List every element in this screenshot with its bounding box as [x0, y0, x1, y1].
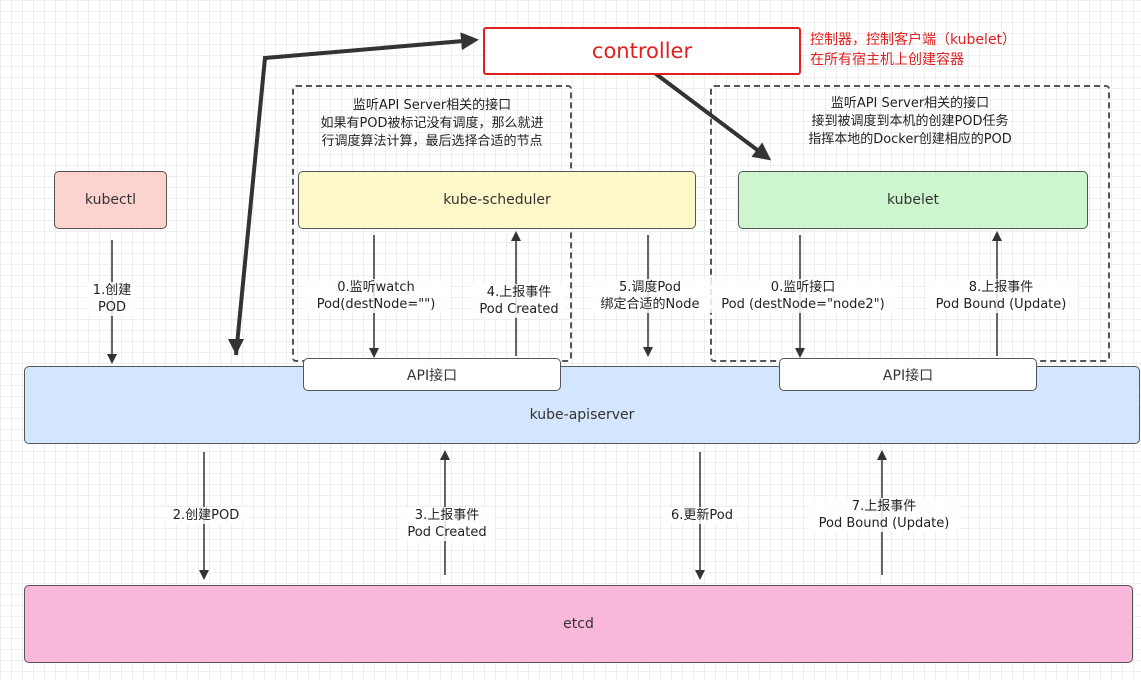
- controller-label: controller: [591, 39, 693, 63]
- flow-step2-line1: 2.创建POD: [172, 508, 240, 523]
- flow-label-step8: 8.上报事件 Pod Bound (Update): [926, 279, 1076, 313]
- controller-note-line1: 控制器，控制客户端（kubelet）: [810, 32, 1017, 48]
- flow-step5-line2: 绑定合适的Node: [600, 297, 700, 312]
- api-port-right-label: API接口: [882, 367, 934, 384]
- flow-step1-line1: 1.创建: [92, 283, 132, 298]
- arrow-controller-kubelet: [638, 60, 772, 161]
- flow-label-step5: 5.调度Pod 绑定合适的Node: [592, 279, 708, 313]
- kubelet-note-line1: 监听API Server相关的接口: [830, 96, 990, 111]
- kubelet-note: 监听API Server相关的接口 接到被调度到本机的创建POD任务 指挥本地的…: [770, 95, 1050, 149]
- flow-step4-line1: 4.上报事件: [486, 285, 552, 300]
- kubelet-box: kubelet: [738, 171, 1088, 229]
- scheduler-note: 监听API Server相关的接口 如果有POD被标记没有调度，那么就进 行调度…: [296, 97, 568, 151]
- flow-step8-line2: Pod Bound (Update): [935, 297, 1067, 312]
- kubelet-label: kubelet: [886, 192, 940, 208]
- flow-step1-line2: POD: [97, 300, 127, 315]
- kubelet-note-line2: 接到被调度到本机的创建POD任务: [811, 114, 1009, 129]
- flow-step7-line1: 7.上报事件: [851, 499, 917, 514]
- arrow-controller-apiserver-head: [228, 339, 244, 355]
- flow-label-step1: 1.创建 POD: [88, 282, 136, 316]
- kube-scheduler-label: kube-scheduler: [443, 192, 551, 208]
- api-port-right: API接口: [779, 358, 1037, 391]
- flow-step0-watch-line2: Pod(destNode=""): [316, 297, 436, 312]
- kubectl-box: kubectl: [54, 171, 167, 229]
- kubectl-label: kubectl: [84, 192, 137, 208]
- flow-label-step4: 4.上报事件 Pod Created: [472, 284, 566, 318]
- etcd-label: etcd: [563, 616, 594, 632]
- flow-step0-listen-line2: Pod (destNode="node2"): [721, 297, 885, 312]
- etcd-box: etcd: [24, 585, 1133, 663]
- flow-step3-line1: 3.上报事件: [414, 508, 480, 523]
- api-port-left: API接口: [303, 358, 561, 391]
- flow-step4-line2: Pod Created: [479, 302, 559, 317]
- flow-label-step0-watch: 0.监听watch Pod(destNode=""): [302, 279, 450, 313]
- kube-scheduler-box: kube-scheduler: [298, 171, 696, 229]
- controller-box: controller: [483, 27, 801, 75]
- controller-note: 控制器，控制客户端（kubelet） 在所有宿主机上创建容器: [810, 30, 1016, 70]
- arrow-controller-loop: [234, 32, 479, 356]
- scheduler-note-line1: 监听API Server相关的接口: [352, 98, 512, 113]
- controller-note-line2: 在所有宿主机上创建容器: [810, 52, 964, 68]
- flow-step8-line1: 8.上报事件: [968, 280, 1034, 295]
- flow-step0-listen-line1: 0.监听接口: [770, 280, 836, 295]
- flow-label-step2: 2.创建POD: [164, 507, 248, 524]
- scheduler-note-line2: 如果有POD被标记没有调度，那么就进: [320, 116, 544, 131]
- flow-label-step7: 7.上报事件 Pod Bound (Update): [808, 498, 960, 532]
- flow-step6-line1: 6.更新Pod: [671, 508, 733, 523]
- flow-step3-line2: Pod Created: [407, 525, 487, 540]
- flow-step5-line1: 5.调度Pod: [619, 280, 681, 295]
- kube-apiserver-label: kube-apiserver: [529, 407, 635, 423]
- api-port-left-label: API接口: [406, 367, 458, 384]
- flow-label-step6: 6.更新Pod: [664, 507, 740, 524]
- scheduler-note-line3: 行调度算法计算，最后选择合适的节点: [321, 134, 543, 149]
- flow-label-step0-listen: 0.监听接口 Pod (destNode="node2"): [708, 279, 898, 313]
- flow-label-step3: 3.上报事件 Pod Created: [400, 507, 494, 541]
- flow-step7-line2: Pod Bound (Update): [818, 516, 950, 531]
- flow-step0-watch-line1: 0.监听watch: [337, 280, 415, 295]
- kubelet-note-line3: 指挥本地的Docker创建相应的POD: [808, 132, 1012, 147]
